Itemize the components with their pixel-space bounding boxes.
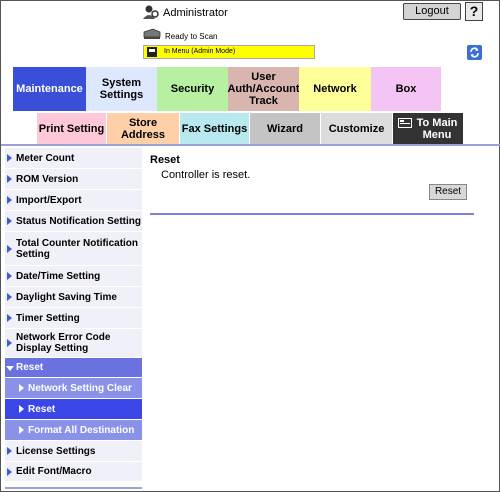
to-main-menu-button[interactable]: To Main Menu (393, 113, 464, 144)
subtab-customize[interactable]: Customize (321, 113, 393, 144)
sidebar-item-daylight-saving[interactable]: Daylight Saving Time (5, 287, 142, 308)
chevron-right-icon (7, 339, 12, 347)
subtab-print-setting[interactable]: Print Setting (37, 113, 107, 144)
sidebar-item-total-counter-notification[interactable]: Total Counter Notification Setting (5, 232, 142, 266)
sidebar-item-label: Format All Destination (28, 424, 135, 436)
content-divider (150, 213, 474, 215)
sidebar-item-label: Timer Setting (16, 312, 80, 324)
subtab-fax-settings[interactable]: Fax Settings (180, 113, 250, 144)
admin-mode-icon (147, 47, 157, 57)
tab-system-settings[interactable]: System Settings (86, 67, 157, 111)
subtab-store-address[interactable]: Store Address (107, 113, 180, 144)
sidebar-item-reset-selected[interactable]: Reset (5, 399, 142, 420)
tab-network[interactable]: Network (299, 67, 371, 111)
sidebar-item-label: Import/Export (16, 194, 82, 206)
sidebar-item-format-all-destination[interactable]: Format All Destination (5, 420, 142, 441)
sidebar-item-import-export[interactable]: Import/Export (5, 190, 142, 211)
scanner-icon (143, 28, 161, 39)
chevron-right-icon (7, 293, 12, 301)
chevron-right-icon (7, 467, 12, 476)
tab-box[interactable]: Box (371, 67, 441, 111)
sidebar-item-label: Daylight Saving Time (16, 291, 117, 303)
sidebar-item-license-settings[interactable]: License Settings (5, 441, 142, 462)
sidebar-item-label: Reset (16, 362, 44, 373)
sidebar: Meter Count ROM Version Import/Export St… (5, 148, 142, 482)
sidebar-item-label: Network Setting Clear (28, 382, 132, 394)
chevron-right-icon (7, 217, 12, 225)
sidebar-item-reset-group[interactable]: Reset (5, 358, 142, 378)
sidebar-item-status-notification[interactable]: Status Notification Setting (5, 211, 142, 232)
sidebar-item-edit-font-macro[interactable]: Edit Font/Macro (5, 462, 142, 482)
sidebar-item-label: License Settings (16, 445, 96, 457)
sidebar-item-network-setting-clear[interactable]: Network Setting Clear (5, 378, 142, 399)
user-label: Administrator (163, 7, 228, 19)
chevron-right-icon (19, 384, 24, 392)
mode-label: In Menu (Admin Mode) (164, 48, 236, 55)
sidebar-item-label: Status Notification Setting (16, 215, 141, 227)
chevron-right-icon (19, 426, 24, 434)
logout-button[interactable]: Logout (403, 3, 461, 20)
sidebar-item-meter-count[interactable]: Meter Count (5, 148, 142, 169)
sidebar-item-label: Date/Time Setting (16, 270, 101, 282)
mode-status-bar: In Menu (Admin Mode) (143, 45, 315, 59)
chevron-right-icon (19, 405, 24, 413)
sidebar-item-rom-version[interactable]: ROM Version (5, 169, 142, 190)
chevron-right-icon (7, 314, 12, 322)
chevron-right-icon (7, 447, 12, 455)
chevron-right-icon (7, 244, 12, 253)
chevron-right-icon (7, 196, 12, 204)
sidebar-item-label: Edit Font/Macro (16, 466, 92, 477)
page-title: Reset (150, 154, 180, 166)
sidebar-item-timer-setting[interactable]: Timer Setting (5, 308, 142, 329)
refresh-button[interactable] (467, 45, 482, 60)
sidebar-item-label: Meter Count (16, 152, 75, 164)
sidebar-item-label: Reset (28, 403, 56, 415)
main-menu-icon (398, 118, 412, 128)
sidebar-item-label: Total Counter Notification Setting (16, 237, 139, 260)
header-divider (1, 144, 500, 146)
device-status: Ready to Scan (165, 32, 218, 41)
reset-button[interactable]: Reset (429, 184, 467, 200)
administrator-icon (143, 5, 159, 19)
chevron-right-icon (7, 175, 12, 183)
subtab-wizard[interactable]: Wizard (250, 113, 321, 144)
tab-maintenance[interactable]: Maintenance (13, 67, 86, 111)
reset-description: Controller is reset. (161, 169, 251, 181)
sidebar-item-label: ROM Version (16, 173, 79, 185)
refresh-icon (470, 47, 479, 58)
to-main-menu-label: To Main Menu (416, 116, 458, 141)
sidebar-item-date-time[interactable]: Date/Time Setting (5, 266, 142, 287)
tab-user-auth-account-track[interactable]: User Auth/Account Track (227, 67, 300, 111)
sidebar-item-network-error-code[interactable]: Network Error Code Display Setting (5, 329, 142, 358)
chevron-right-icon (7, 154, 12, 162)
sidebar-item-label: Network Error Code Display Setting (16, 332, 111, 354)
chevron-right-icon (7, 272, 12, 280)
sidebar-divider (5, 487, 142, 489)
help-button[interactable]: ? (465, 2, 483, 21)
tab-security[interactable]: Security (157, 67, 228, 111)
chevron-down-icon (6, 365, 14, 371)
